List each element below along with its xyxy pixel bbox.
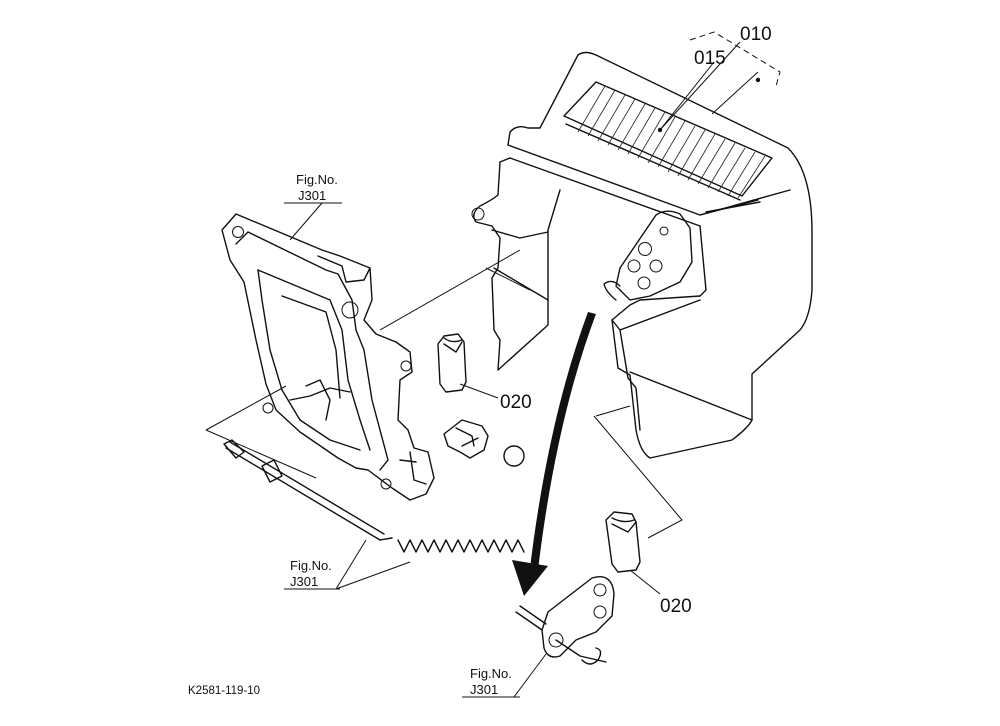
bracket-hole	[637, 276, 651, 290]
label-fig-ref-upper: J301	[298, 188, 326, 203]
bracket-hole	[627, 259, 641, 273]
label-fig-no-lower-left: Fig.No.	[290, 558, 332, 573]
clip-lower	[605, 511, 641, 573]
right-bracket	[615, 210, 693, 301]
lever-hole	[593, 605, 607, 619]
lever-plate	[541, 576, 615, 665]
label-fig-ref-bottom: J301	[470, 682, 498, 697]
frame-hole	[232, 226, 244, 238]
mount-hole	[471, 207, 485, 221]
rod	[223, 439, 393, 541]
bracket-hole	[659, 226, 669, 236]
label-part-015: 015	[694, 48, 726, 69]
frame-hole	[262, 402, 274, 414]
window-panel	[563, 81, 773, 197]
filter-sheet-hatch	[577, 85, 766, 199]
lever-pivot	[548, 632, 564, 648]
spring	[397, 539, 525, 553]
cover-housing	[471, 51, 813, 459]
arrow-head	[512, 560, 548, 596]
frame-hole	[341, 301, 359, 319]
bracket-hole	[638, 242, 652, 256]
label-part-020-lower: 020	[660, 596, 692, 617]
leader-lines	[205, 31, 781, 698]
frame-assembly	[221, 213, 435, 501]
label-part-010: 010	[740, 24, 772, 45]
ball	[503, 445, 525, 467]
frame-hole	[400, 360, 412, 372]
lever-hole	[593, 583, 607, 597]
latch-part	[443, 419, 489, 459]
clip-upper	[437, 333, 467, 393]
label-fig-no-bottom: Fig.No.	[470, 666, 512, 681]
drawing-code: K2581-119-10	[188, 685, 260, 697]
label-fig-no-upper: Fig.No.	[296, 172, 338, 187]
bracket-hole	[649, 259, 663, 273]
label-fig-ref-lower-left: J301	[290, 574, 318, 589]
label-part-020-upper: 020	[500, 392, 532, 413]
frame-hole	[380, 478, 392, 490]
assembly-arrow	[530, 312, 596, 570]
